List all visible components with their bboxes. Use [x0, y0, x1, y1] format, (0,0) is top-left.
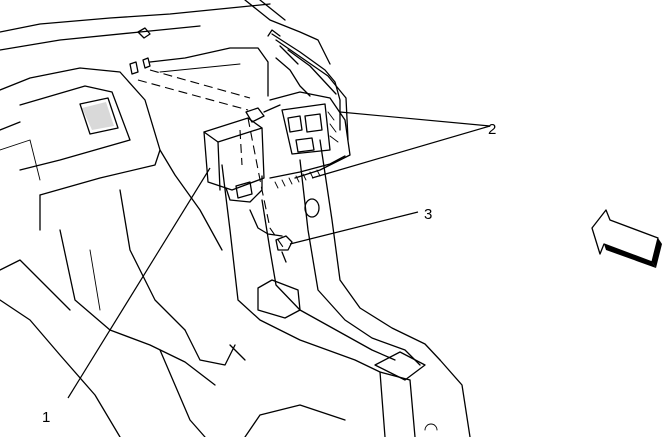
lower-body-panel — [0, 189, 346, 437]
storage-compartment — [0, 67, 223, 311]
callout-3: 3 — [424, 206, 432, 223]
quarter-pillar — [221, 139, 471, 437]
alignment-lines — [137, 69, 286, 251]
leader-lines — [67, 111, 491, 399]
callout-1: 1 — [42, 409, 50, 426]
direction-arrow-icon — [591, 209, 662, 268]
leader-line-3 — [289, 211, 419, 245]
callout-2: 2 — [488, 121, 496, 138]
leader-line-1 — [67, 167, 211, 399]
upper-fasteners — [129, 27, 151, 75]
control-module — [203, 107, 265, 203]
upper-trim-panel — [0, 0, 331, 97]
leader-line-2b — [311, 125, 491, 179]
retaining-nut — [275, 235, 293, 263]
wiring-harness — [249, 29, 351, 237]
leader-line-2a — [339, 111, 491, 127]
